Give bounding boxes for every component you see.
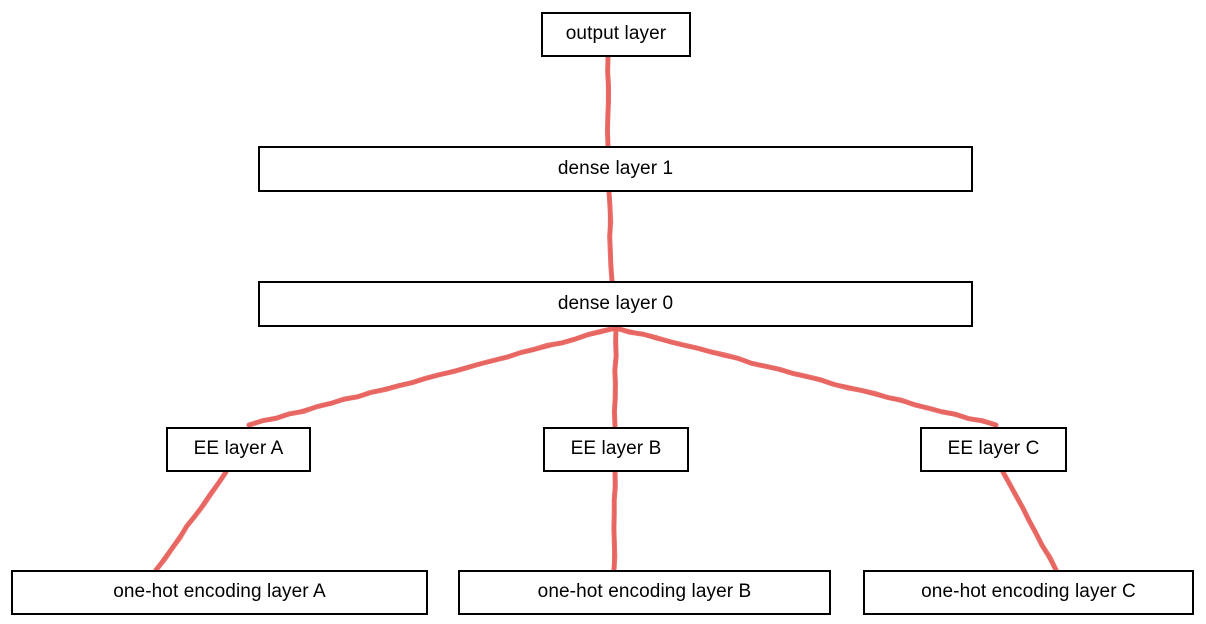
edge-dense0-to-dense1 — [606, 189, 615, 284]
node-label: EE layer A — [193, 438, 284, 459]
node-label: dense layer 0 — [557, 292, 674, 314]
node-one-hot-encoding-layer-b[interactable]: one-hot encoding layer B — [458, 570, 831, 615]
node-one-hot-encoding-layer-c[interactable]: one-hot encoding layer C — [863, 570, 1194, 615]
node-label: output layer — [565, 23, 667, 44]
edge-ee-b-to-dense0 — [611, 325, 619, 429]
edge-ee-a-to-dense0 — [246, 325, 619, 428]
edge-ee-c-to-dense0 — [613, 325, 999, 428]
edge-onehot-a-to-ee-a — [153, 469, 229, 573]
node-ee-layer-a[interactable]: EE layer A — [166, 427, 311, 472]
node-dense-layer-1[interactable]: dense layer 1 — [258, 146, 973, 192]
node-ee-layer-c[interactable]: EE layer C — [920, 427, 1067, 472]
node-label: EE layer B — [570, 438, 662, 459]
edge-onehot-c-to-ee-c — [1000, 469, 1059, 573]
node-output-layer[interactable]: output layer — [541, 12, 691, 57]
node-label: dense layer 1 — [557, 157, 674, 179]
node-dense-layer-0[interactable]: dense layer 0 — [258, 281, 973, 327]
node-label: one-hot encoding layer B — [537, 581, 752, 602]
node-label: EE layer C — [947, 438, 1040, 459]
edge-dense1-to-output — [604, 54, 612, 149]
node-label: one-hot encoding layer A — [113, 581, 326, 602]
node-ee-layer-b[interactable]: EE layer B — [543, 427, 689, 472]
node-label: one-hot encoding layer C — [921, 581, 1136, 602]
node-one-hot-encoding-layer-a[interactable]: one-hot encoding layer A — [11, 570, 428, 615]
edge-onehot-b-to-ee-b — [611, 469, 618, 573]
